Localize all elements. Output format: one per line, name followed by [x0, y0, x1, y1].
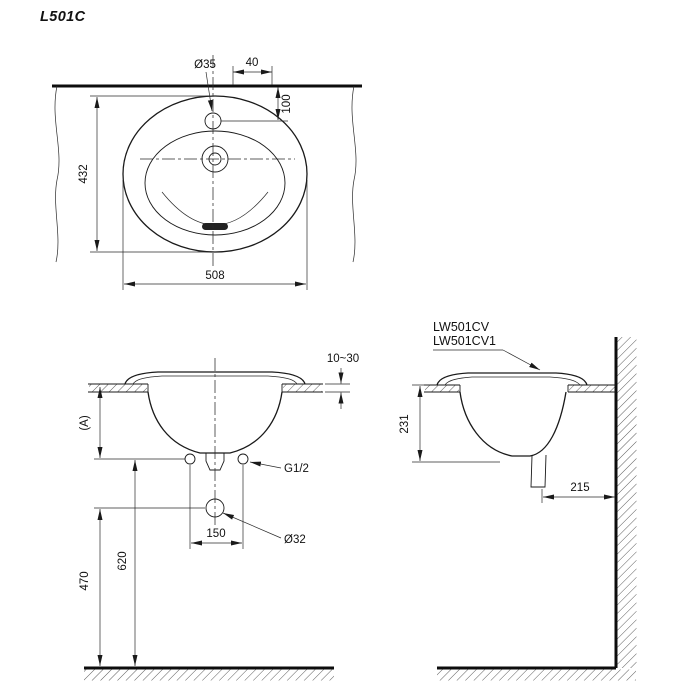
- faucet-dia-label: Ø35: [194, 59, 216, 71]
- dim-470-label: 470: [79, 571, 91, 590]
- counter-hatch-left: [89, 384, 147, 392]
- faucet-dia-leader: [205, 71, 213, 112]
- front-view: 10~30 (A) 620 470 150 G1/2 Ø32: [79, 353, 359, 681]
- drain-dia-leader: [222, 512, 282, 539]
- supply-hole-left: [184, 453, 196, 465]
- basin-inner-bowl: [144, 130, 286, 236]
- bowl-profile: [147, 391, 283, 454]
- supply-hole-right: [237, 453, 249, 465]
- dim-thickness-label: 10~30: [327, 353, 359, 365]
- dim-508-label: 508: [205, 270, 224, 282]
- side-counter-slab-right: [567, 384, 616, 393]
- side-rim-profile: [436, 372, 588, 386]
- drain-dia-label: Ø32: [284, 534, 306, 546]
- page-title: L501C: [40, 9, 86, 25]
- model-label-2: LW501CV1: [433, 334, 496, 348]
- dim-100-label: 100: [281, 94, 293, 113]
- model-label-1: LW501CV: [433, 320, 490, 334]
- side-bowl-profile: [459, 391, 567, 457]
- wall-hatch: [617, 337, 637, 668]
- floor-hatch-front: [84, 669, 334, 681]
- side-view: LW501CV LW501CV1 231 215: [399, 320, 637, 681]
- top-view: 40 Ø35 100 432 508: [52, 55, 362, 290]
- side-counter-hatch-right: [569, 385, 615, 392]
- supply-thread-leader: [249, 461, 282, 469]
- side-counter-hatch-left: [425, 385, 459, 392]
- dim-620-label: 620: [117, 551, 129, 570]
- counter-hatch-right: [283, 384, 322, 392]
- break-line-left: [54, 85, 60, 263]
- break-line-right: [351, 85, 357, 263]
- rim-profile: [124, 371, 306, 385]
- dim-215-label: 215: [570, 482, 589, 494]
- model-label-leader: [502, 349, 541, 371]
- supply-thread-label: G1/2: [284, 463, 309, 475]
- overflow-slot: [202, 223, 228, 230]
- floor-hatch-side: [437, 669, 636, 681]
- dim-432-label: 432: [78, 164, 90, 183]
- counter-slab-right: [281, 383, 323, 393]
- dim-40-label: 40: [246, 57, 259, 69]
- side-drain-stub: [530, 454, 547, 488]
- dim-231-label: 231: [399, 414, 411, 433]
- dim-150-label: 150: [206, 528, 225, 540]
- side-rim-inner-line: [444, 376, 581, 386]
- dim-a-label: (A): [79, 415, 91, 431]
- bowl-bottom-arc: [161, 191, 269, 226]
- basin-outer-rim: [122, 95, 308, 253]
